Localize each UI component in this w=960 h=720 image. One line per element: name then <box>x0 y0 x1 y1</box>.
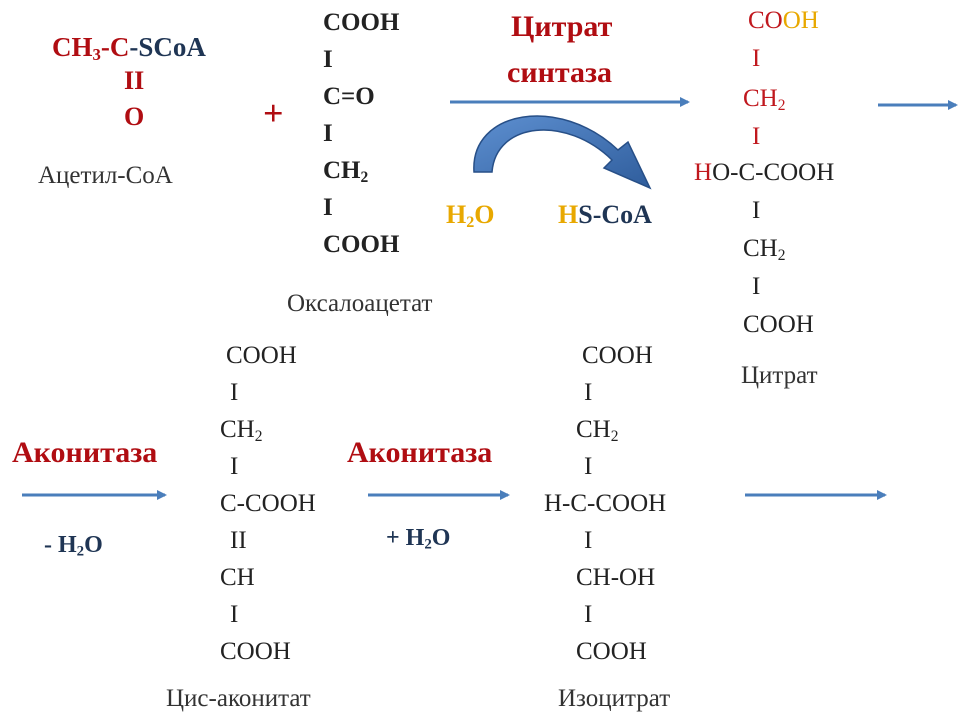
cis-aconitate-name: Цис-аконитат <box>166 685 311 712</box>
isocitrate-line: I <box>584 379 593 406</box>
citrate-central-carbon: HO-C-COOH <box>694 159 835 186</box>
oxaloacetate-line: COOH <box>323 231 400 258</box>
oxaloacetate-line: I <box>323 120 333 147</box>
isocitrate-name: Изоцитрат <box>558 685 671 712</box>
citrate-synthase-label-line2: синтаза <box>507 56 613 89</box>
acetyl-coa-name: Ацетил-СоА <box>38 162 173 189</box>
citrate-bond: I <box>752 197 761 224</box>
cis-aconitate-line: I <box>230 453 239 480</box>
isocitrate-structure: COOH I CH2 I H-C-COOH I CH-OH I COOH <box>544 337 666 670</box>
isocitrate-line: CH2 <box>576 416 619 445</box>
aconitase-label-1: Аконитаза <box>12 436 158 469</box>
isocitrate-line: I <box>584 601 593 628</box>
isocitrate-line: H-C-COOH <box>544 490 667 517</box>
aconitase-label-2: Аконитаза <box>347 436 493 469</box>
cis-aconitate-line: C-COOH <box>220 490 316 517</box>
cis-aconitate-line: CH2 <box>220 416 263 445</box>
acetyl-coa-double-bond: II <box>124 66 145 95</box>
hydration-condition: + H2O <box>386 525 451 553</box>
curved-arrow <box>473 115 652 190</box>
citrate-synthase-label-line1: Цитрат <box>511 10 613 43</box>
isocitrate-line: I <box>584 453 593 480</box>
citrate-cooh-bottom: COOH <box>743 311 814 338</box>
cis-aconitate-structure: COOH I CH2 I C-COOH II CH I COOH <box>220 337 316 670</box>
citrate-ch2: CH2 <box>743 235 786 264</box>
citrate-ch2: CH2 <box>743 85 786 114</box>
oxaloacetate-structure: COOH I C=O I CH2 I COOH <box>323 4 399 263</box>
oxaloacetate-line: I <box>323 194 333 221</box>
acetyl-coa-formula-line1: CH3-C-SCoA <box>52 32 206 65</box>
cis-aconitate-line: COOH <box>220 638 291 665</box>
citrate-cooh-top: COOH <box>748 7 819 34</box>
isocitrate-line: COOH <box>576 638 647 665</box>
cis-aconitate-line: I <box>230 379 239 406</box>
water-in: H2O <box>446 200 495 232</box>
oxaloacetate-line: CH2 <box>323 157 369 186</box>
cis-aconitate-line: II <box>230 527 247 554</box>
isocitrate-line: I <box>584 527 593 554</box>
isocitrate-line: CH-OH <box>576 564 656 591</box>
citrate-name: Цитрат <box>741 362 818 389</box>
oxaloacetate-line: COOH <box>323 9 400 36</box>
oxaloacetate-name: Оксалоацетат <box>287 290 433 317</box>
isocitrate-line: COOH <box>582 342 653 369</box>
citrate-bond: I <box>752 45 761 72</box>
dehydration-condition: - H2O <box>44 532 103 560</box>
oxaloacetate-line: I <box>323 46 333 73</box>
oxaloacetate-line: C=O <box>323 83 375 110</box>
plus-sign: + <box>263 93 284 133</box>
citrate-bond: I <box>752 273 761 300</box>
cis-aconitate-line: COOH <box>226 342 297 369</box>
cis-aconitate-line: CH <box>220 564 255 591</box>
cis-aconitate-line: I <box>230 601 239 628</box>
citrate-bond: I <box>752 123 761 150</box>
acetyl-coa-oxygen: O <box>124 102 145 131</box>
hs-coa-out: HS-CoA <box>558 200 652 229</box>
